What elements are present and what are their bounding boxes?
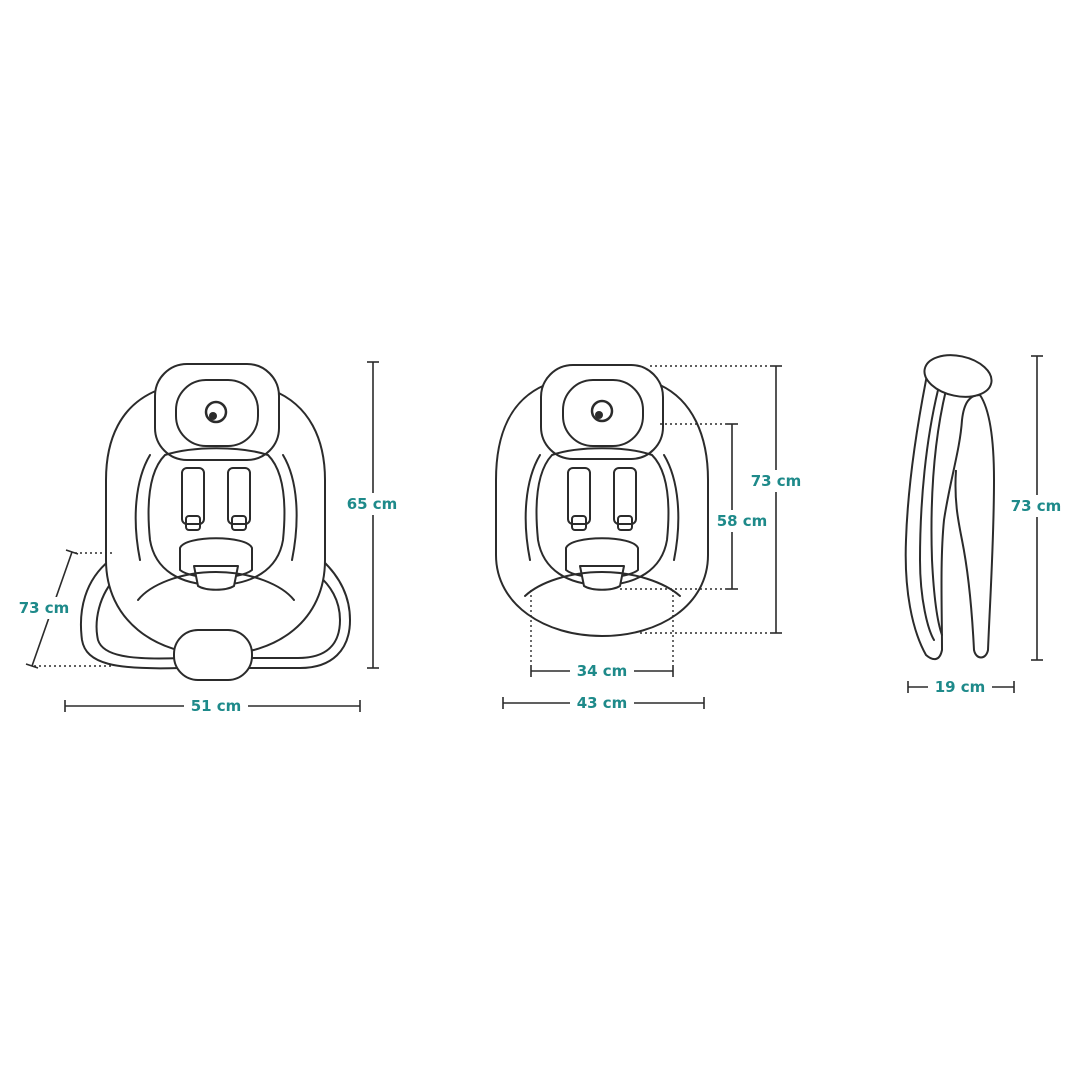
shell-left-strap <box>567 467 591 525</box>
side-inner-profile-2 <box>930 389 947 636</box>
shell-inner-height-dimension: 58 cm <box>620 423 773 590</box>
shell-outer-width-dimension: 43 cm <box>502 692 705 714</box>
shell-inner-height-label: 58 cm <box>717 512 768 530</box>
front-right-strap <box>227 467 251 525</box>
front-width-dimension: 51 cm <box>64 695 361 717</box>
front-depth-label: 73 cm <box>19 599 70 617</box>
shell-left-clip <box>571 515 587 531</box>
side-width-label: 19 cm <box>935 678 986 696</box>
shell-right-clip <box>617 515 633 531</box>
shell-right-strap <box>613 467 637 525</box>
front-right-clip <box>231 515 247 531</box>
shell-logo-dot <box>595 411 603 419</box>
shell-outer-width-label: 43 cm <box>577 694 628 712</box>
front-depth-dimension: 73 cm <box>14 549 112 669</box>
front-logo-icon <box>204 400 228 424</box>
front-headrest-pad <box>175 379 259 447</box>
shell-backrest <box>535 447 670 586</box>
shell-logo-icon <box>590 399 614 423</box>
shell-left-wing <box>524 454 541 561</box>
shell-inner-width-label: 34 cm <box>577 662 628 680</box>
shell-buckle <box>579 565 625 591</box>
front-buckle <box>193 565 239 591</box>
side-inner-profile <box>919 389 939 641</box>
front-height-dimension: 65 cm <box>344 361 400 669</box>
shell-right-wing <box>663 454 680 561</box>
side-height-label: 73 cm <box>1011 497 1062 515</box>
front-view-seat <box>79 363 351 681</box>
front-logo-dot <box>209 412 217 420</box>
shell-outer-height-dimension: 73 cm <box>640 365 806 634</box>
side-height-dimension: 73 cm <box>1006 355 1068 661</box>
side-width-dimension: 19 cm <box>907 676 1015 698</box>
front-left-clip <box>185 515 201 531</box>
front-height-label: 65 cm <box>347 495 398 513</box>
shell-outer-height-label: 73 cm <box>751 472 802 490</box>
front-seat-cushion <box>137 571 295 601</box>
front-left-wing <box>134 454 151 561</box>
side-view-seat <box>904 354 995 661</box>
side-headrest-top <box>923 354 993 398</box>
front-right-wing <box>282 454 298 561</box>
shell-inner-width-dimension: 34 cm <box>530 590 674 682</box>
side-outer-profile <box>904 369 995 661</box>
front-backrest <box>147 447 286 586</box>
shell-headrest-pad <box>562 379 644 447</box>
front-width-label: 51 cm <box>191 697 242 715</box>
shell-view-seat <box>495 364 709 637</box>
front-foot-pad <box>173 629 253 681</box>
front-left-strap <box>181 467 205 525</box>
shell-seat-cushion <box>524 571 681 597</box>
